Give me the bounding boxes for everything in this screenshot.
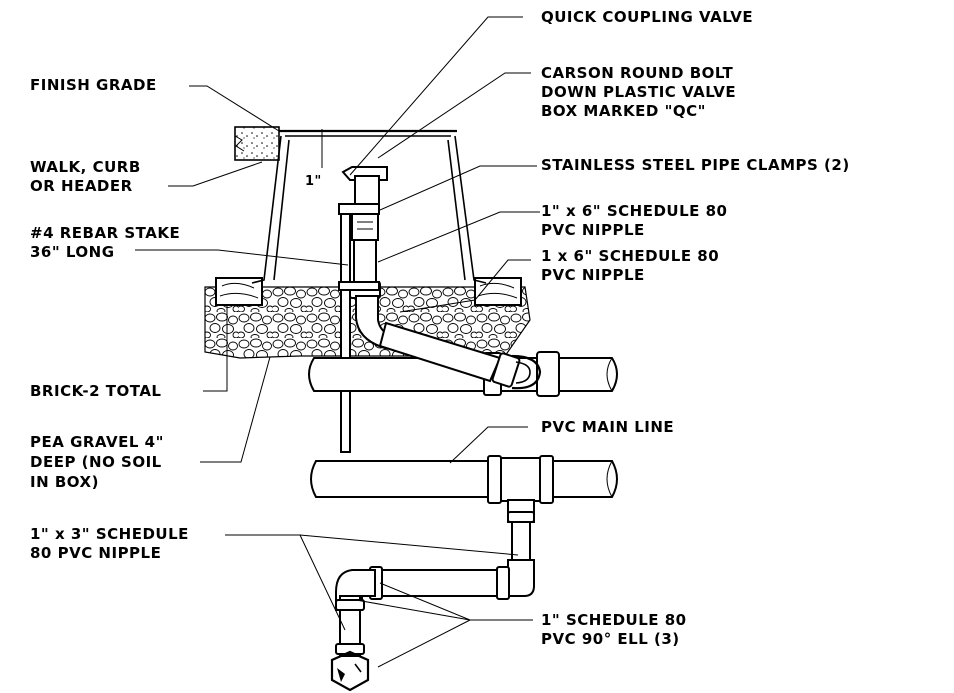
label-nipple-1x3-2: 80 PVC NIPPLE (30, 544, 162, 562)
label-quick-coupling-valve: QUICK COUPLING VALVE (541, 8, 754, 26)
label-pea-gravel-1: PEA GRAVEL 4" (30, 433, 164, 451)
swing-joint (335, 511, 535, 657)
leader-lines (135, 16, 540, 668)
pipe-clamp-lower (338, 281, 380, 291)
label-nipple-1x6-a-1: 1" x 6" SCHEDULE 80 (541, 202, 728, 220)
pipe-clamp-upper (338, 203, 380, 215)
label-walk-curb-1: WALK, CURB (30, 158, 141, 176)
label-pea-gravel-2: DEEP (NO SOIL (30, 453, 162, 471)
label-dimension-1in: 1" (305, 174, 322, 189)
label-pea-gravel-3: IN BOX) (30, 473, 99, 491)
brick-right (474, 277, 522, 306)
lower-main-line (310, 455, 618, 523)
hex-fitting (330, 650, 370, 692)
label-pipe-clamps: STAINLESS STEEL PIPE CLAMPS (2) (541, 156, 850, 174)
label-valve-box-2: DOWN PLASTIC VALVE (541, 83, 737, 101)
label-ell-2: PVC 90° ELL (3) (541, 630, 680, 648)
label-valve-box-3: BOX MARKED "QC" (541, 102, 706, 120)
label-nipple-1x3-1: 1" x 3" SCHEDULE (30, 525, 189, 543)
rebar-stake (340, 209, 351, 453)
label-valve-box-1: CARSON ROUND BOLT (541, 64, 734, 82)
label-nipple-1x6-b-2: PVC NIPPLE (541, 266, 645, 284)
label-main-line: PVC MAIN LINE (541, 418, 675, 436)
label-nipple-1x6-b-1: 1 x 6" SCHEDULE 80 (541, 247, 720, 265)
label-ell-1: 1" SCHEDULE 80 (541, 611, 687, 629)
label-nipple-1x6-a-2: PVC NIPPLE (541, 221, 645, 239)
label-walk-curb-2: OR HEADER (30, 177, 133, 195)
label-rebar-stake-2: 36" LONG (30, 243, 115, 261)
valve-box (251, 129, 487, 284)
label-rebar-stake-1: #4 REBAR STAKE (30, 224, 181, 242)
upper-main-line (308, 351, 618, 397)
label-finish-grade: FINISH GRADE (30, 76, 157, 94)
label-brick: BRICK-2 TOTAL (30, 382, 162, 400)
walk-curb-header (234, 126, 280, 161)
